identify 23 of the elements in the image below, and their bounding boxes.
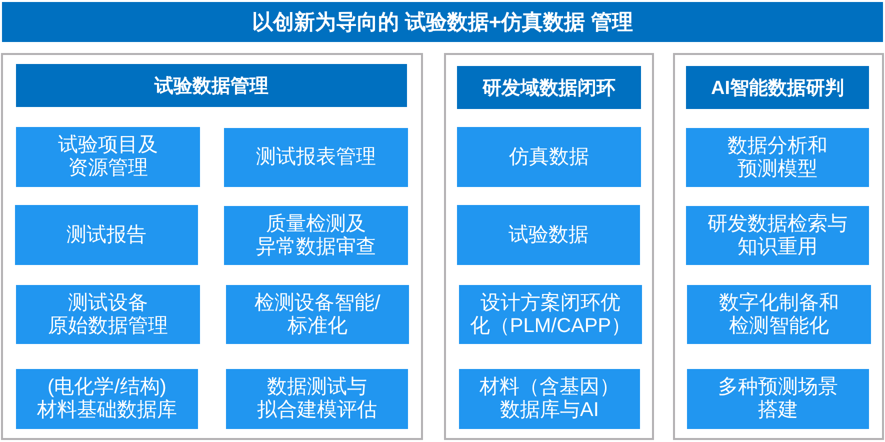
module-box: 质量检测及异常数据审查 (224, 206, 408, 265)
module-box: 检测设备智能/标准化 (226, 285, 409, 344)
panel (1, 53, 423, 440)
panel (444, 53, 654, 440)
module-box: 多种预测场景搭建 (687, 369, 869, 429)
module-box: 数据分析和预测模型 (686, 128, 869, 187)
module-box: 数字化制备和检测智能化 (687, 285, 871, 344)
module-box: 设计方案闭环优化（PLM/CAPP） (459, 285, 642, 344)
module-box: 数据测试与拟合建模评估 (226, 369, 408, 429)
panel-heading: 研发域数据闭环 (457, 66, 641, 109)
panel-heading: 试验数据管理 (16, 64, 407, 107)
module-box: 测试报表管理 (224, 128, 408, 187)
module-box: 试验项目及资源管理 (16, 127, 200, 187)
module-box: 测试设备原始数据管理 (16, 285, 200, 344)
module-box: 研发数据检索与知识重用 (686, 206, 869, 265)
module-box: (电化学/结构)材料基础数据库 (16, 369, 198, 429)
module-box: 材料（含基因）数据库与AI (459, 369, 640, 429)
panel (673, 53, 884, 440)
module-box: 仿真数据 (457, 127, 641, 187)
module-box: 测试报告 (15, 205, 198, 265)
module-box: 试验数据 (457, 205, 640, 265)
title-banner: 以创新为导向的 试验数据+仿真数据 管理 (2, 2, 883, 42)
panel-heading: AI智能数据研判 (686, 66, 869, 109)
